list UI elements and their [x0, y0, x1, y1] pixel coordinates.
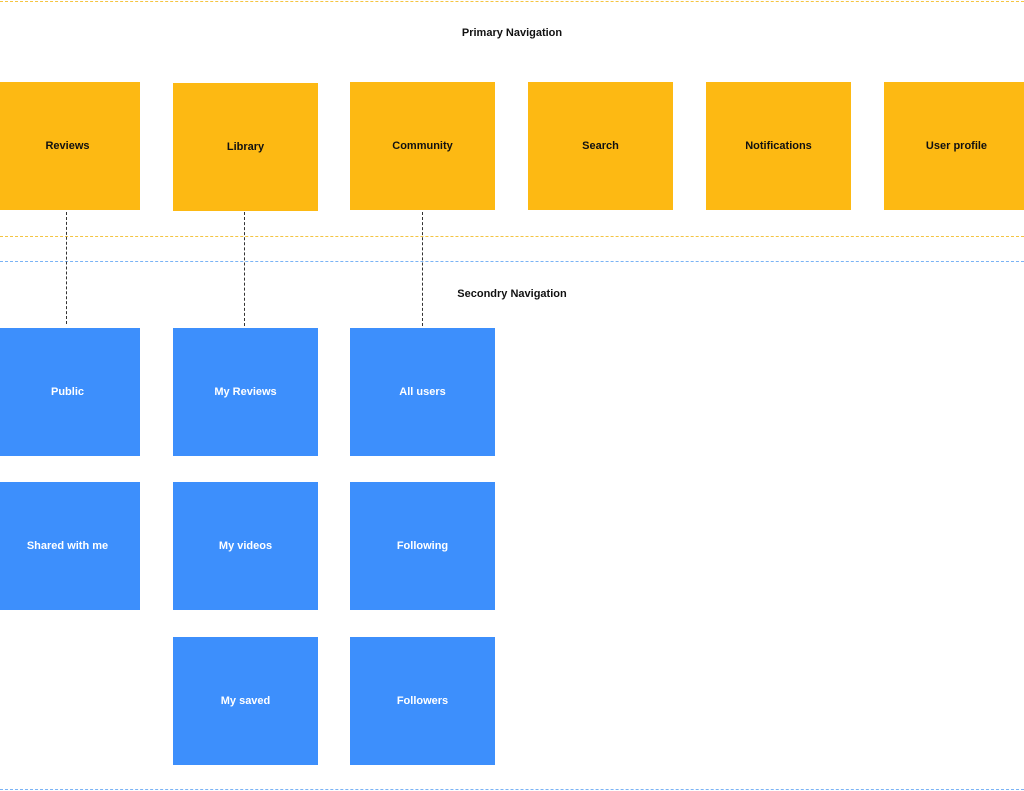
secondary-nav-following-label: Following	[396, 540, 449, 552]
primary-bottom-divider	[0, 236, 1024, 237]
secondary-nav-public[interactable]: Public	[0, 328, 140, 456]
primary-navigation-label: Primary Navigation	[461, 27, 563, 39]
primary-nav-community-label: Community	[392, 140, 453, 152]
secondary-nav-shared-with-me[interactable]: Shared with me	[0, 482, 140, 610]
primary-nav-user-profile-label: User profile	[925, 140, 988, 152]
secondary-nav-my-videos-label: My videos	[218, 540, 273, 552]
secondary-nav-following[interactable]: Following	[350, 482, 495, 610]
secondary-nav-all-users-label: All users	[399, 386, 446, 398]
connector-library	[244, 212, 245, 326]
primary-nav-user-profile[interactable]: User profile	[884, 82, 1024, 210]
secondary-nav-my-videos[interactable]: My videos	[173, 482, 318, 610]
primary-nav-search[interactable]: Search	[528, 82, 673, 210]
secondary-nav-all-users[interactable]: All users	[350, 328, 495, 456]
secondary-nav-my-saved-label: My saved	[220, 695, 271, 707]
secondary-bottom-divider	[0, 789, 1024, 790]
secondary-nav-my-reviews-label: My Reviews	[214, 386, 277, 398]
primary-nav-reviews-label: Reviews	[45, 140, 90, 152]
secondary-nav-my-reviews[interactable]: My Reviews	[173, 328, 318, 456]
primary-nav-library[interactable]: Library	[173, 83, 318, 211]
primary-nav-search-label: Search	[582, 140, 619, 152]
secondary-navigation-label: Secondry Navigation	[457, 288, 567, 300]
primary-nav-reviews[interactable]: Reviews	[0, 82, 140, 210]
primary-nav-library-label: Library	[226, 141, 265, 153]
primary-nav-notifications[interactable]: Notifications	[706, 82, 851, 210]
primary-nav-notifications-label: Notifications	[745, 140, 812, 152]
secondary-top-divider	[0, 261, 1024, 262]
connector-reviews	[66, 212, 67, 324]
secondary-nav-public-label: Public	[50, 386, 84, 398]
primary-nav-community[interactable]: Community	[350, 82, 495, 210]
primary-top-divider	[0, 1, 1024, 2]
secondary-nav-my-saved[interactable]: My saved	[173, 637, 318, 765]
secondary-nav-followers-label: Followers	[396, 695, 449, 707]
connector-community	[422, 212, 423, 326]
secondary-nav-shared-with-me-label: Shared with me	[26, 540, 109, 552]
secondary-nav-followers[interactable]: Followers	[350, 637, 495, 765]
